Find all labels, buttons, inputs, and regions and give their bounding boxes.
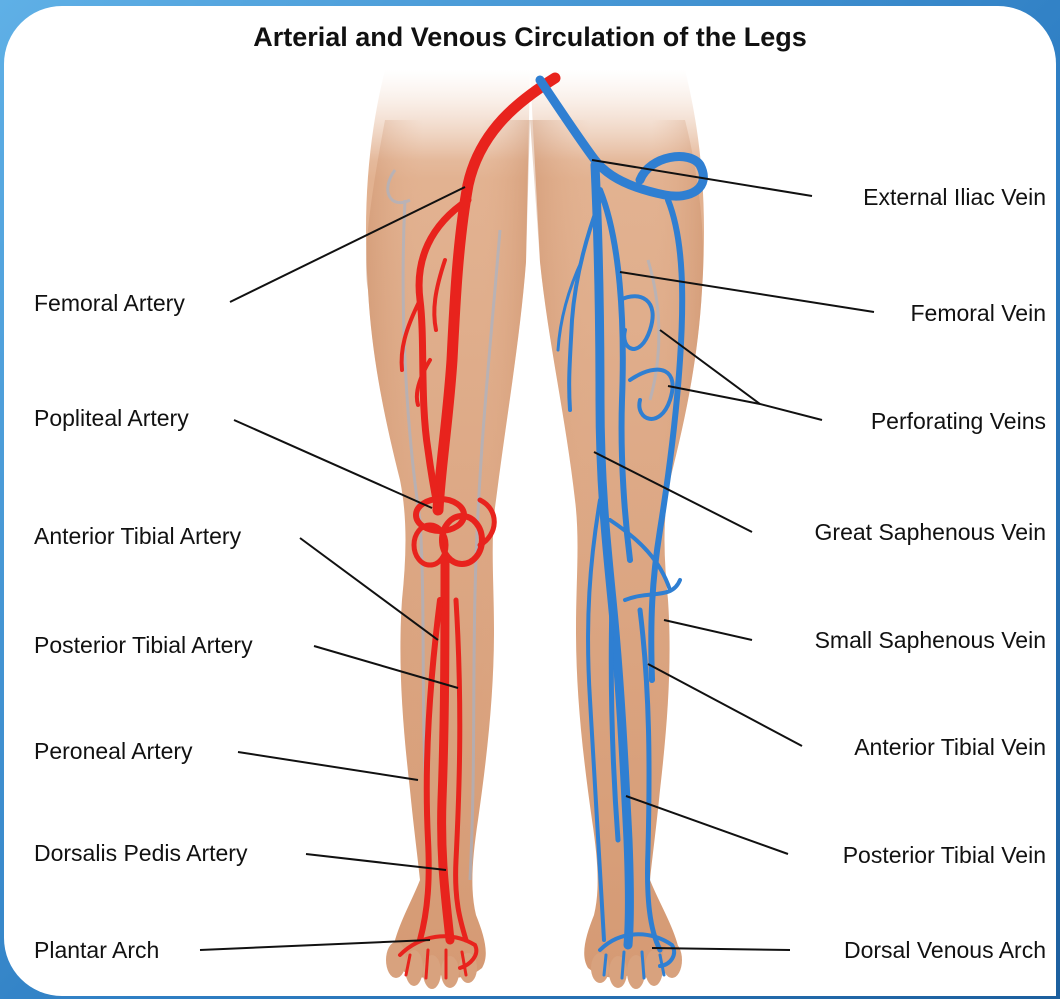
label-great-saphenous-vein: Great Saphenous Vein xyxy=(815,519,1046,545)
label-dorsal-venous-arch: Dorsal Venous Arch xyxy=(844,937,1046,963)
leader-lines xyxy=(200,160,874,950)
label-dorsalis-pedis-artery: Dorsalis Pedis Artery xyxy=(34,840,247,866)
label-popliteal-artery: Popliteal Artery xyxy=(34,405,189,431)
label-posterior-tibial-vein: Posterior Tibial Vein xyxy=(843,842,1046,868)
label-external-iliac-vein: External Iliac Vein xyxy=(863,184,1046,210)
label-perforating-veins: Perforating Veins xyxy=(871,408,1046,434)
label-posterior-tibial-artery: Posterior Tibial Artery xyxy=(34,632,253,658)
label-peroneal-artery: Peroneal Artery xyxy=(34,738,193,764)
label-plantar-arch: Plantar Arch xyxy=(34,937,159,963)
label-femoral-vein: Femoral Vein xyxy=(910,300,1046,326)
label-small-saphenous-vein: Small Saphenous Vein xyxy=(815,627,1046,653)
label-anterior-tibial-vein: Anterior Tibial Vein xyxy=(854,734,1046,760)
label-anterior-tibial-artery: Anterior Tibial Artery xyxy=(34,523,241,549)
label-femoral-artery: Femoral Artery xyxy=(34,290,185,316)
